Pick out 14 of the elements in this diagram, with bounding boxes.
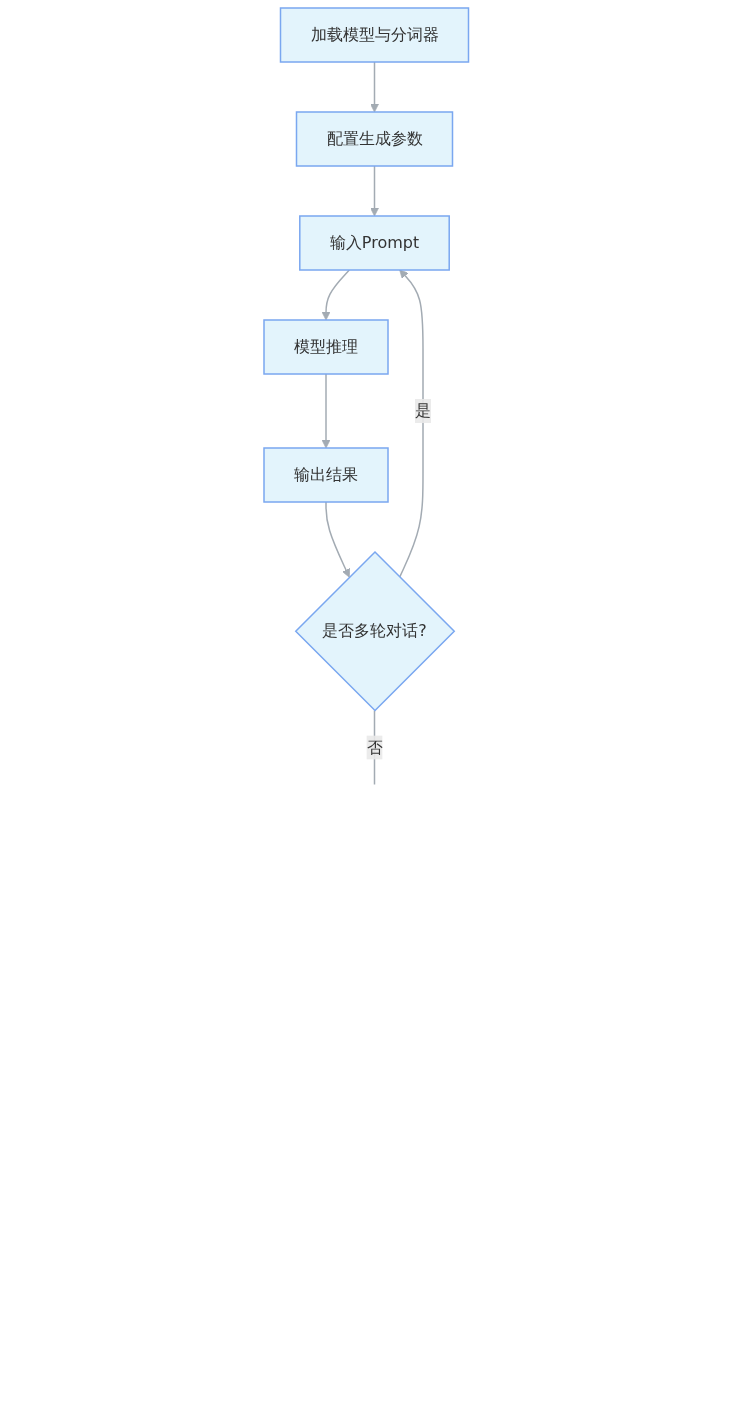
edge-label: 否: [366, 737, 383, 757]
arrow: [321, 269, 350, 321]
node-box: 模型推理: [263, 319, 389, 375]
edge-label: 是: [414, 401, 431, 420]
arrow: [369, 165, 379, 217]
arrow: [325, 501, 350, 578]
node-box: 配置生成参数: [295, 111, 453, 167]
node-box: 输出结果: [263, 447, 389, 503]
arrow: [369, 61, 379, 113]
arrow: [321, 373, 331, 449]
arrow: [398, 269, 424, 578]
node-diamond: 是否多轮对话?: [294, 550, 456, 712]
node-box: 输入Prompt: [298, 215, 450, 271]
node-box: 加载模型与分词器: [279, 7, 469, 63]
